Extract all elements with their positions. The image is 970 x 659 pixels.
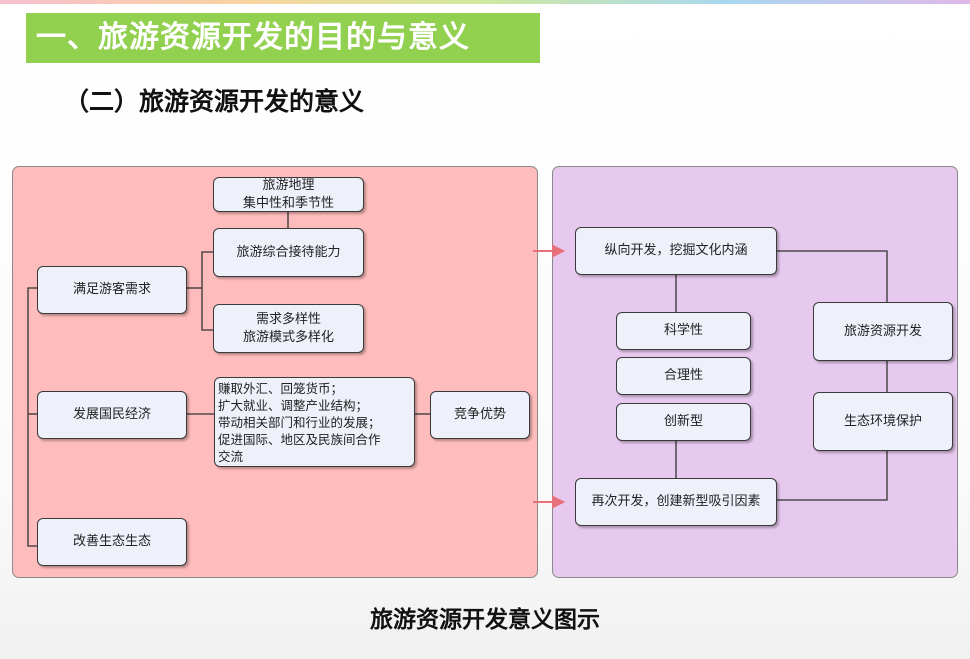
box-scientific: 科学性 <box>616 312 751 350</box>
box-vertical-development: 纵向开发，挖掘文化内涵 <box>575 227 777 275</box>
box-demand-diversity: 需求多样性 旅游模式多样化 <box>213 304 364 353</box>
box-develop-economy: 发展国民经济 <box>37 391 187 439</box>
box-resource-development: 旅游资源开发 <box>813 302 953 361</box>
top-accent-bar <box>0 0 970 4</box>
box-competitive-advantage: 竞争优势 <box>430 391 530 439</box>
box-meet-tourist-needs: 满足游客需求 <box>37 266 187 314</box>
box-rational: 合理性 <box>616 357 751 395</box>
box-reception-capacity: 旅游综合接待能力 <box>213 228 364 277</box>
box-improve-ecology: 改善生态生态 <box>37 518 187 566</box>
box-economic-benefits: 赚取外汇、回笼货币； 扩大就业、调整产业结构； 带动相关部门和行业的发展； 促进… <box>214 377 415 467</box>
box-innovative: 创新型 <box>616 403 751 441</box>
box-eco-protection: 生态环境保护 <box>813 392 953 451</box>
figure-caption: 旅游资源开发意义图示 <box>370 607 600 633</box>
section-subtitle: （二）旅游资源开发的意义 <box>64 87 365 116</box>
box-tourism-geography: 旅游地理 集中性和季节性 <box>213 177 364 212</box>
box-redevelopment: 再次开发，创建新型吸引因素 <box>575 478 777 526</box>
section-title: 一、旅游资源开发的目的与意义 <box>26 13 540 63</box>
